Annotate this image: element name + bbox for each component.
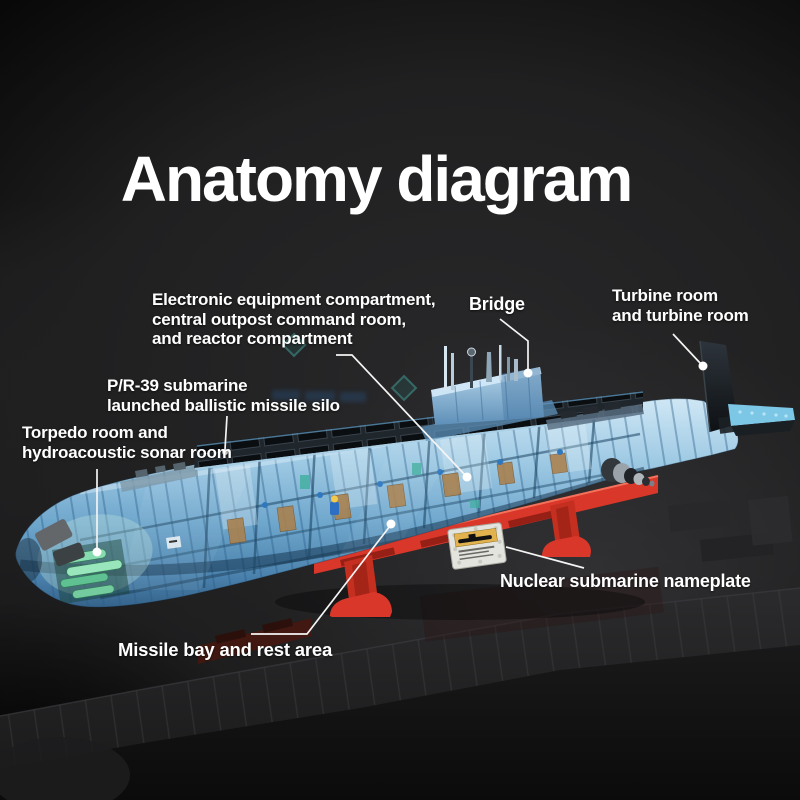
stand-right-leg xyxy=(542,500,591,557)
horizontal-stabilizer xyxy=(728,404,795,436)
background-sub-bow xyxy=(0,737,130,800)
stern-assembly xyxy=(601,340,795,487)
nameplate-sub-silhouette-icon xyxy=(458,533,492,544)
callout-label-nameplate: Nuclear submarine nameplate xyxy=(500,571,751,591)
callout-label-missile-bay: Missile bay and rest area xyxy=(118,639,333,660)
bow-caps xyxy=(35,519,85,567)
callout-label-pr39: P/R-39 submarine launched ballistic miss… xyxy=(107,376,340,415)
stand-left-leg xyxy=(330,555,392,617)
label-line: hydroacoustic sonar room xyxy=(22,442,232,462)
aft-deck xyxy=(546,401,644,430)
callout-line-nameplate xyxy=(505,546,585,569)
page-title: Anatomy diagram xyxy=(120,142,634,215)
callout-label-bridge: Bridge xyxy=(469,294,525,314)
nameplate-plaque xyxy=(447,522,507,570)
rudder-fin xyxy=(700,341,738,432)
label-line: Electronic equipment compartment, xyxy=(152,290,436,309)
sail xyxy=(420,345,558,441)
label-line: launched ballistic missile silo xyxy=(107,395,340,415)
propeller-shaft xyxy=(601,458,655,487)
background-sub-red-stand xyxy=(198,618,312,664)
minifigure xyxy=(330,495,339,515)
periscope-masts xyxy=(444,345,518,390)
callout-line-bridge xyxy=(499,318,529,370)
callout-line-electronic xyxy=(336,354,467,477)
interior-machinery xyxy=(262,449,563,508)
background-sub-stern-parts xyxy=(668,495,793,562)
watermark-diamond-icon xyxy=(390,374,418,402)
label-line: P/R-39 submarine xyxy=(107,376,248,395)
callout-line-pr39 xyxy=(224,415,228,450)
label-line: and reactor compartment xyxy=(152,329,353,348)
label-line: central outpost command room, xyxy=(152,309,406,329)
callout-dots xyxy=(92,361,708,557)
watermark-diamond-icon xyxy=(281,332,307,358)
callout-lines xyxy=(96,318,702,635)
label-line: Torpedo room and xyxy=(22,423,168,442)
brand-watermark xyxy=(272,332,418,402)
forward-deck xyxy=(120,461,198,492)
callout-label-turbine: Turbine room and turbine room xyxy=(612,286,749,325)
callout-label-electronic: Electronic equipment compartment, centra… xyxy=(152,290,436,349)
callout-label-torpedo: Torpedo room and hydroacoustic sonar roo… xyxy=(22,423,232,462)
background-black-submarine xyxy=(0,495,800,800)
callout-line-missile xyxy=(251,525,391,635)
hull-label-tile xyxy=(166,536,182,549)
watermark-text-blur xyxy=(272,390,366,402)
label-line: and turbine room xyxy=(612,305,749,325)
label-line: Turbine room xyxy=(612,286,718,305)
nameplate-text-lines xyxy=(458,545,495,561)
callout-line-turbine xyxy=(672,333,702,365)
